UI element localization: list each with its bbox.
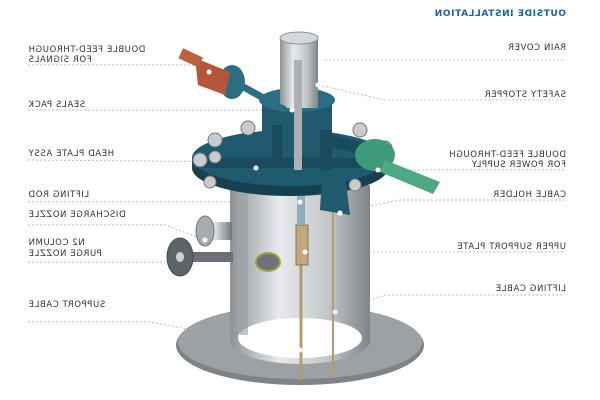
label-safety-stopper: SAFETY STOPPER [484, 90, 566, 100]
label-feed-power-2: FOR POWER SUPPLY [471, 160, 566, 170]
power-feed-through [328, 134, 440, 194]
cable-holder [320, 175, 350, 215]
label-upper-support-plate: UPPER SUPPORT PLATE [456, 242, 566, 252]
signals-feed-through [178, 48, 287, 114]
label-feed-signals-2: FOR SIGNALS [28, 55, 92, 65]
label-seals-pack: SEALS PACK [28, 100, 86, 110]
label-rain-cover: RAIN COVER [507, 43, 566, 53]
label-support-cable: SUPPORT CABLE [28, 300, 106, 310]
label-lifting-cable: LIFTING CABLE [495, 284, 566, 294]
label-cable-holder: CABLE HOLDER [492, 190, 566, 200]
label-n2-column: N2 COLUMN [28, 238, 85, 248]
label-head-plate: HEAD PLATE ASSY [28, 149, 115, 159]
upper-support-plate [295, 224, 309, 266]
n2-purge-nozzle [185, 252, 233, 262]
sight-port [255, 252, 281, 272]
label-lifting-rod: LIFTING ROD [28, 190, 90, 200]
label-discharge-nozzle: DISCHARGE NOZZLE [28, 210, 126, 220]
diagram-title: OUTSIDE INSTALLATION [434, 9, 566, 19]
label-purge-nozzle: PURGE NOZZLE [28, 249, 102, 259]
callout-dots [202, 57, 381, 353]
